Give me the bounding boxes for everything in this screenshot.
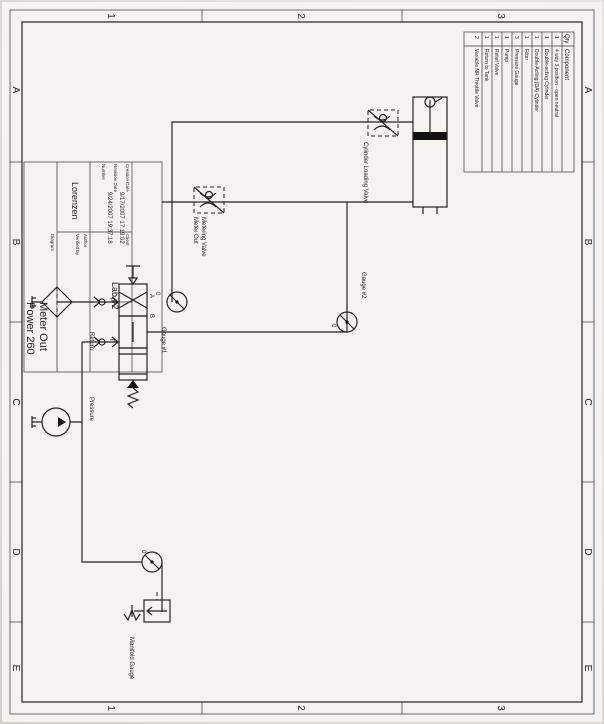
zone-right-2: 2 xyxy=(295,705,306,711)
relief-valve-icon xyxy=(123,592,171,623)
zone-top-b: B xyxy=(582,239,593,246)
label-gauge2-value: 0 xyxy=(330,324,336,328)
gauge-1-icon xyxy=(166,291,188,313)
label-cylinder-loading-valve: Cylinder Loading Valve xyxy=(362,142,368,204)
label-gauge1-value: 0 xyxy=(154,292,160,296)
bom-item-2: Double-acting Cylinder xyxy=(543,49,549,100)
bom-qty-5: 3 xyxy=(513,36,519,39)
title-block: Client Author Verified by Diagram Creati… xyxy=(23,161,163,373)
bom-qty-8: 1 xyxy=(483,36,489,39)
zone-left-2: 2 xyxy=(295,13,306,19)
metering-valve-icon xyxy=(193,186,225,214)
zone-top-e: E xyxy=(582,665,593,672)
zone-top-c: C xyxy=(582,398,593,405)
zone-bottom-d: D xyxy=(10,548,21,555)
label-port-a: A xyxy=(148,294,154,298)
bom-item-3: Double-Acting (DA) Cylinder xyxy=(533,49,539,112)
bom-item-6: Pump xyxy=(503,49,509,62)
bom-item-8: Return to Tank xyxy=(483,49,489,82)
label-meter-out: Meter Out xyxy=(192,217,198,244)
double-acting-cylinder xyxy=(412,96,448,214)
inner-frame xyxy=(21,21,583,703)
bom-qty-2: 1 xyxy=(543,36,549,39)
outer-frame xyxy=(9,9,595,715)
tb-label-diagram: Diagram xyxy=(50,234,55,251)
bom-qty-3: 1 xyxy=(533,36,539,39)
label-port-t: T xyxy=(108,338,114,342)
bom-header-qty: Qty xyxy=(563,34,569,43)
bom-item-4: Filter xyxy=(523,49,529,60)
pressure-check-icon xyxy=(93,336,119,348)
tb-title: Lab #2 xyxy=(110,282,120,310)
bom-qty-6: 1 xyxy=(503,36,509,39)
label-pressure: Pressure xyxy=(88,397,94,422)
zone-right-3: 3 xyxy=(495,705,506,711)
zone-left-3: 3 xyxy=(495,13,506,19)
bom-qty-1: 1 xyxy=(553,36,559,39)
tb-author: Lorenzen xyxy=(70,182,80,220)
label-port-p: P xyxy=(108,298,114,302)
bom-item-9: Variable NR Throttle Valve xyxy=(473,49,479,108)
tb-label-author: Author xyxy=(83,234,88,248)
zone-bottom-a: A xyxy=(10,87,21,94)
label-port-b: B xyxy=(148,314,154,318)
bom-item-7: Relief Valve xyxy=(493,49,499,76)
tb-creation-date: 9/17/2007 17:19:02 xyxy=(118,192,124,244)
cylinder-loading-valve-icon xyxy=(367,109,399,137)
label-gauge2: Gauge #2 xyxy=(360,272,366,299)
return-check-icon xyxy=(93,296,119,308)
tb-revision-date: 9/24/2007 19:37:18 xyxy=(106,192,112,244)
tb-drawing-number: Power 260 xyxy=(24,302,36,355)
bom-table: Qty Component 1 4 way 3 position - open … xyxy=(463,31,575,173)
zone-left-1: 1 xyxy=(105,13,116,19)
tb-label-client: Client xyxy=(125,234,130,246)
bom-item-5: Pressure Gauge xyxy=(513,49,519,86)
zone-top-a: A xyxy=(582,87,593,94)
zone-top-d: D xyxy=(582,548,593,555)
bom-qty-4: 1 xyxy=(523,36,529,39)
label-return: Return xyxy=(88,332,94,350)
label-manifold-gauge: Manifold Gauge xyxy=(128,637,134,680)
tb-label-verified: Verified by xyxy=(75,234,80,256)
tb-label-number: Number xyxy=(101,164,106,181)
zone-bottom-e: E xyxy=(10,665,21,672)
bom-item-1: 4 way 3 position - open neutral xyxy=(553,49,559,117)
zone-bottom-c: C xyxy=(10,398,21,405)
bom-qty-7: 1 xyxy=(493,36,499,39)
label-manifold-value: 0 xyxy=(140,550,146,554)
directional-valve-icon xyxy=(118,265,148,409)
bom-header-component: Component xyxy=(563,49,569,80)
bom-qty-9: 2 xyxy=(473,36,479,39)
tb-label-creation: Creation Date xyxy=(125,164,130,192)
zone-right-1: 1 xyxy=(105,705,116,711)
zone-bottom-b: B xyxy=(10,239,21,246)
tb-label-revision: Revision Date xyxy=(113,164,118,193)
tb-drawing-name: Meter Out xyxy=(37,302,49,351)
filter-icon xyxy=(31,286,73,318)
label-metering-valve: Metering Valve xyxy=(200,217,206,257)
label-gauge1: Gauge #1 xyxy=(160,327,166,354)
